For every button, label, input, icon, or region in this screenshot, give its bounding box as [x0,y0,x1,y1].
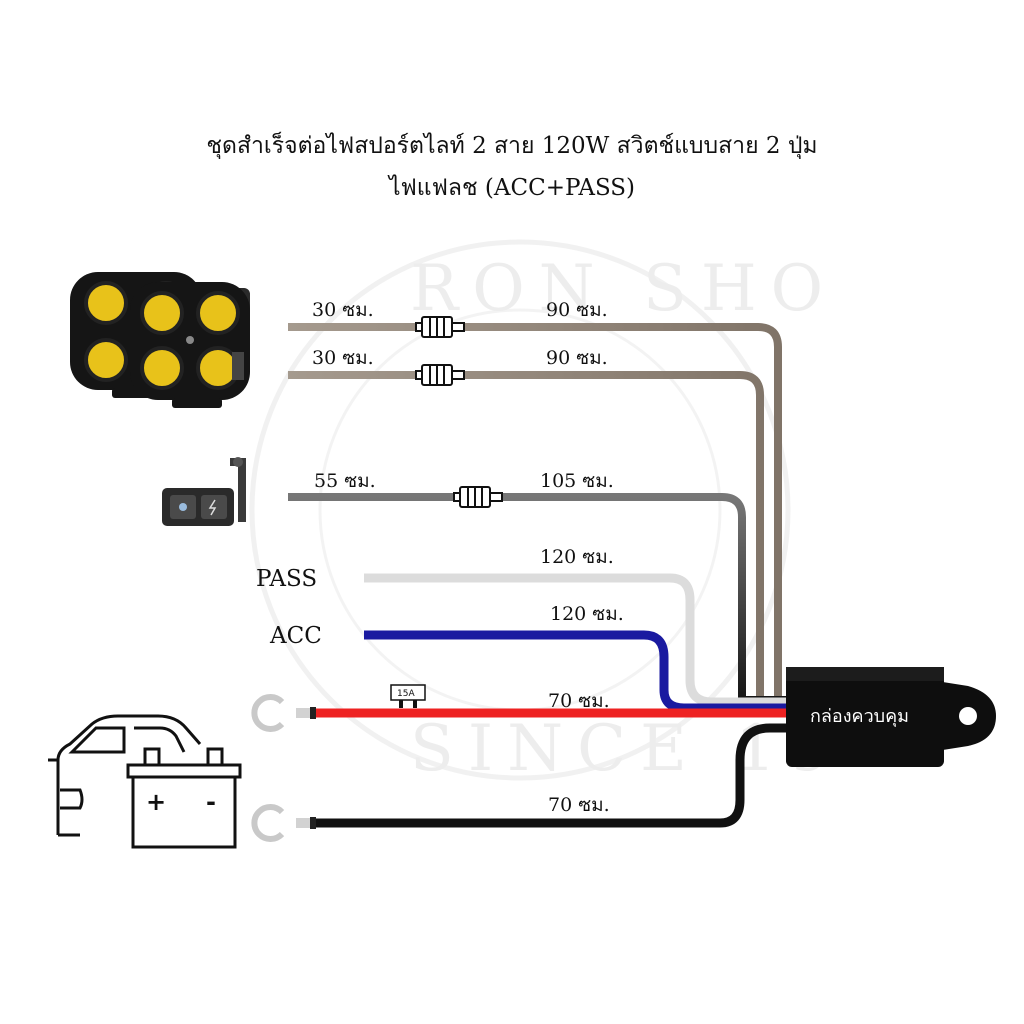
pass-wire [364,573,800,707]
diagram-title: ชุดสำเร็จต่อไฟสปอร์ตไลท์ 2 สาย 120W สวิต… [206,133,818,159]
positive-ring-terminal-icon [254,697,316,729]
acc-length: 120 ซม. [550,603,624,625]
car-icon [48,714,202,837]
control-box-label: กล่องควบคุม [810,706,909,727]
ground-length: 70 ซม. [548,794,610,816]
ground-wire [312,723,800,828]
battery-minus-sign: - [206,788,216,816]
ground-ring-terminal-icon [254,807,316,839]
wire-connector-2 [415,364,465,386]
handlebar-switch-icon [162,457,246,526]
watermark-top-text: RON SHO [410,252,837,326]
pass-label: PASS [256,566,317,592]
light2-left-length: 30 ซม. [312,347,374,369]
watermark-bottom-text: SINCE 19 [410,712,845,786]
watermark-logo: RON SHO SINCE 19 [249,239,845,786]
fuse-icon: 15A [390,684,426,708]
switch-right-length: 105 ซม. [540,470,614,492]
positive-length: 70 ซม. [548,690,610,712]
battery-plus-sign: + [146,788,166,816]
acc-label: ACC [269,623,322,649]
acc-wire [364,630,800,713]
control-box: กล่องควบคุม [786,667,996,767]
light-wire-2 [288,371,800,704]
fuse-rating: 15A [397,689,415,699]
battery-icon: + - [126,747,242,849]
wire-connector-3 [453,486,503,508]
light2-right-length: 90 ซม. [546,347,608,369]
diagram-subtitle: ไฟแฟลช (ACC+PASS) [388,175,636,201]
switch-left-length: 55 ซม. [314,470,376,492]
spotlight-lamp-2-icon [130,282,250,408]
light1-left-length: 30 ซม. [312,299,374,321]
switch-wire [288,493,800,704]
light1-right-length: 90 ซม. [546,299,608,321]
pass-length: 120 ซม. [540,546,614,568]
light-wire-1 [288,323,800,704]
